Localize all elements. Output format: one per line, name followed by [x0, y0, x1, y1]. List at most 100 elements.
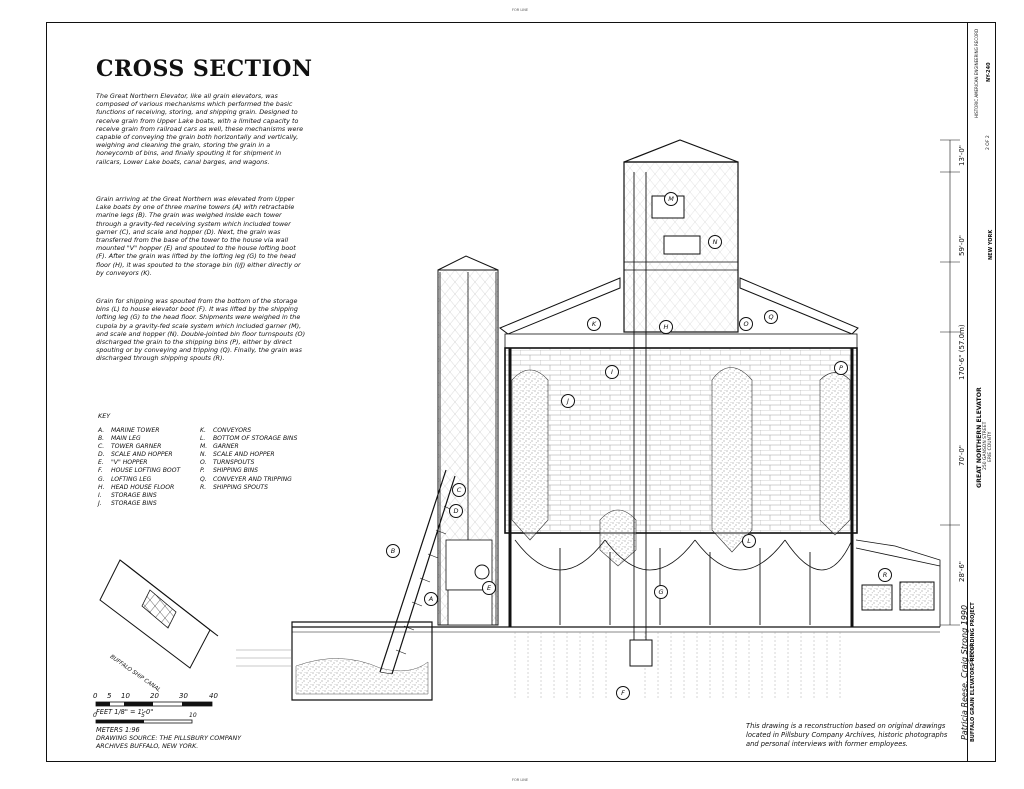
marine-tower	[437, 255, 499, 626]
key-text: SCALE AND HOPPER	[213, 451, 275, 459]
key-text: TOWER GARNER	[111, 443, 162, 451]
drawing-source-line-1: DRAWING SOURCE: THE PILLSBURY COMPANY	[96, 735, 242, 742]
key-text: CONVEYORS	[213, 427, 252, 434]
cupola	[623, 139, 739, 333]
scale-feet-text: FEET	[96, 708, 113, 716]
callout-f: F	[616, 686, 630, 700]
key-letter: A.	[98, 427, 105, 434]
key-item: I.STORAGE BINS	[98, 492, 180, 500]
key-item: J. STORAGE BINS	[98, 500, 180, 508]
key-letter: K.	[200, 427, 206, 434]
key-text: TURNSPOUTS	[213, 459, 255, 467]
callout-o: O	[739, 317, 753, 331]
key-letter: B.	[98, 435, 105, 443]
title-block-county: ERIE COUNTY	[988, 431, 993, 462]
dimension-base: 28'-6"	[958, 560, 966, 582]
scale-feet-tick: 40	[209, 692, 218, 700]
callout-d: D	[449, 504, 463, 518]
dimension-line	[940, 139, 960, 626]
drawing-source-line-2: ARCHIVES BUFFALO, NEW YORK.	[96, 743, 199, 751]
key-text: SCALE AND HOPPER	[111, 451, 173, 459]
key-item: M.GARNER	[200, 443, 297, 451]
key-item: C.TOWER GARNER	[98, 443, 180, 451]
key-text: SHIPPING BINS	[213, 467, 259, 475]
key-text: "V" HOPPER	[111, 459, 148, 467]
callout-c: C	[452, 483, 466, 497]
key-item: P. SHIPPING BINS	[200, 467, 297, 475]
key-text: CONVEYER AND TRIPPING	[213, 475, 292, 483]
key-item: E."V" HOPPER	[98, 459, 180, 467]
key-item: G. LOFTING LEG	[98, 476, 180, 484]
title-block-project: GREAT NORTHERN ELEVATOR	[976, 387, 983, 488]
key-item: N.SCALE AND HOPPER	[200, 451, 297, 459]
key-item: Q. CONVEYER AND TRIPPING	[200, 476, 297, 484]
bin-house	[499, 277, 859, 627]
dimension-upper: 59'-0"	[958, 234, 966, 256]
key-item: R. SHIPPING SPOUTS	[200, 484, 297, 492]
sheet-title: CROSS SECTION	[96, 56, 313, 82]
key-letter: O.	[200, 459, 207, 467]
callout-b: B	[386, 544, 400, 558]
ground-line	[292, 626, 940, 633]
title-block-haer-number: NY-240	[986, 62, 992, 82]
key-item: L.BOTTOM OF STORAGE BINS	[200, 435, 297, 443]
key-letter: D.	[98, 451, 105, 459]
key-text: HEAD HOUSE FLOOR	[111, 483, 175, 491]
narrative-paragraph-2: Grain arriving at the Great Northern was…	[96, 195, 308, 277]
narrative-paragraph-3: Grain for shipping was spouted from the …	[96, 297, 308, 363]
key-letter: Q.	[200, 475, 207, 483]
key-text: STORAGE BINS	[111, 499, 157, 507]
key-item: H.HEAD HOUSE FLOOR	[98, 484, 180, 492]
callout-j: J	[561, 394, 575, 408]
key-item: B. MAIN LEG	[98, 435, 180, 443]
callout-l: L	[742, 534, 756, 548]
key-letter: I.	[98, 491, 102, 499]
scale-feet-label: FEET 1/8" = 1'-0"	[96, 708, 153, 716]
key-text: GARNER	[213, 443, 239, 451]
callout-i: I	[605, 365, 619, 379]
callout-e: E	[482, 581, 496, 595]
key-letter: R.	[200, 483, 207, 491]
narrative-text-1: The Great Northern Elevator, like all gr…	[96, 92, 304, 166]
scale-meter-tick: 5	[141, 712, 145, 719]
dimension-total-height: 170'-6" (57.0m)	[958, 324, 966, 380]
key-text: MAIN LEG	[111, 435, 141, 443]
key-item: O. TURNSPOUTS	[200, 459, 297, 467]
narrative-paragraph-1: The Great Northern Elevator, like all gr…	[96, 92, 308, 166]
key-item: D. SCALE AND HOPPER	[98, 451, 180, 459]
shipping-shed	[855, 539, 941, 627]
key-letter: G.	[98, 475, 105, 483]
scale-feet-tick: 10	[121, 692, 130, 700]
drawing-border	[46, 22, 968, 762]
callout-a: A	[424, 592, 438, 606]
margin-mark-top: FOR LINE	[512, 8, 529, 12]
key-text: LOFTING LEG	[111, 475, 152, 483]
key-text: HOUSE LOFTING BOOT	[111, 467, 181, 475]
marine-leg	[379, 469, 456, 675]
boat-slip	[236, 621, 433, 701]
lofting-leg	[629, 172, 653, 667]
scale-meter-tick: 0	[93, 712, 97, 719]
scale-meters-text: METERS	[96, 726, 123, 734]
callout-q: Q	[764, 310, 778, 324]
key-text: SHIPPING SPOUTS	[213, 483, 269, 491]
callout-p: P	[834, 361, 848, 375]
title-block-agency: BUFFALO GRAIN ELEVATORS RECORDING PROJEC…	[970, 602, 976, 742]
callout-r: R	[878, 568, 892, 582]
title-block-city: BUFFALO	[970, 643, 975, 664]
title-block-sheet-of: 2 OF 2	[986, 135, 991, 150]
narrative-text-3: Grain for shipping was spouted from the …	[96, 297, 306, 363]
callout-g: G	[654, 585, 668, 599]
callout-h: H	[659, 320, 673, 334]
callout-m: M	[664, 192, 678, 206]
scale-feet-tick: 30	[179, 692, 188, 700]
callout-k: K	[587, 317, 601, 331]
key-letter: P.	[200, 467, 205, 475]
narrative-text-2: Grain arriving at the Great Northern was…	[96, 195, 301, 277]
key-item: K. CONVEYORS	[200, 427, 297, 435]
key-letter: J.	[98, 499, 102, 507]
title-block-state: NEW YORK	[988, 229, 994, 260]
